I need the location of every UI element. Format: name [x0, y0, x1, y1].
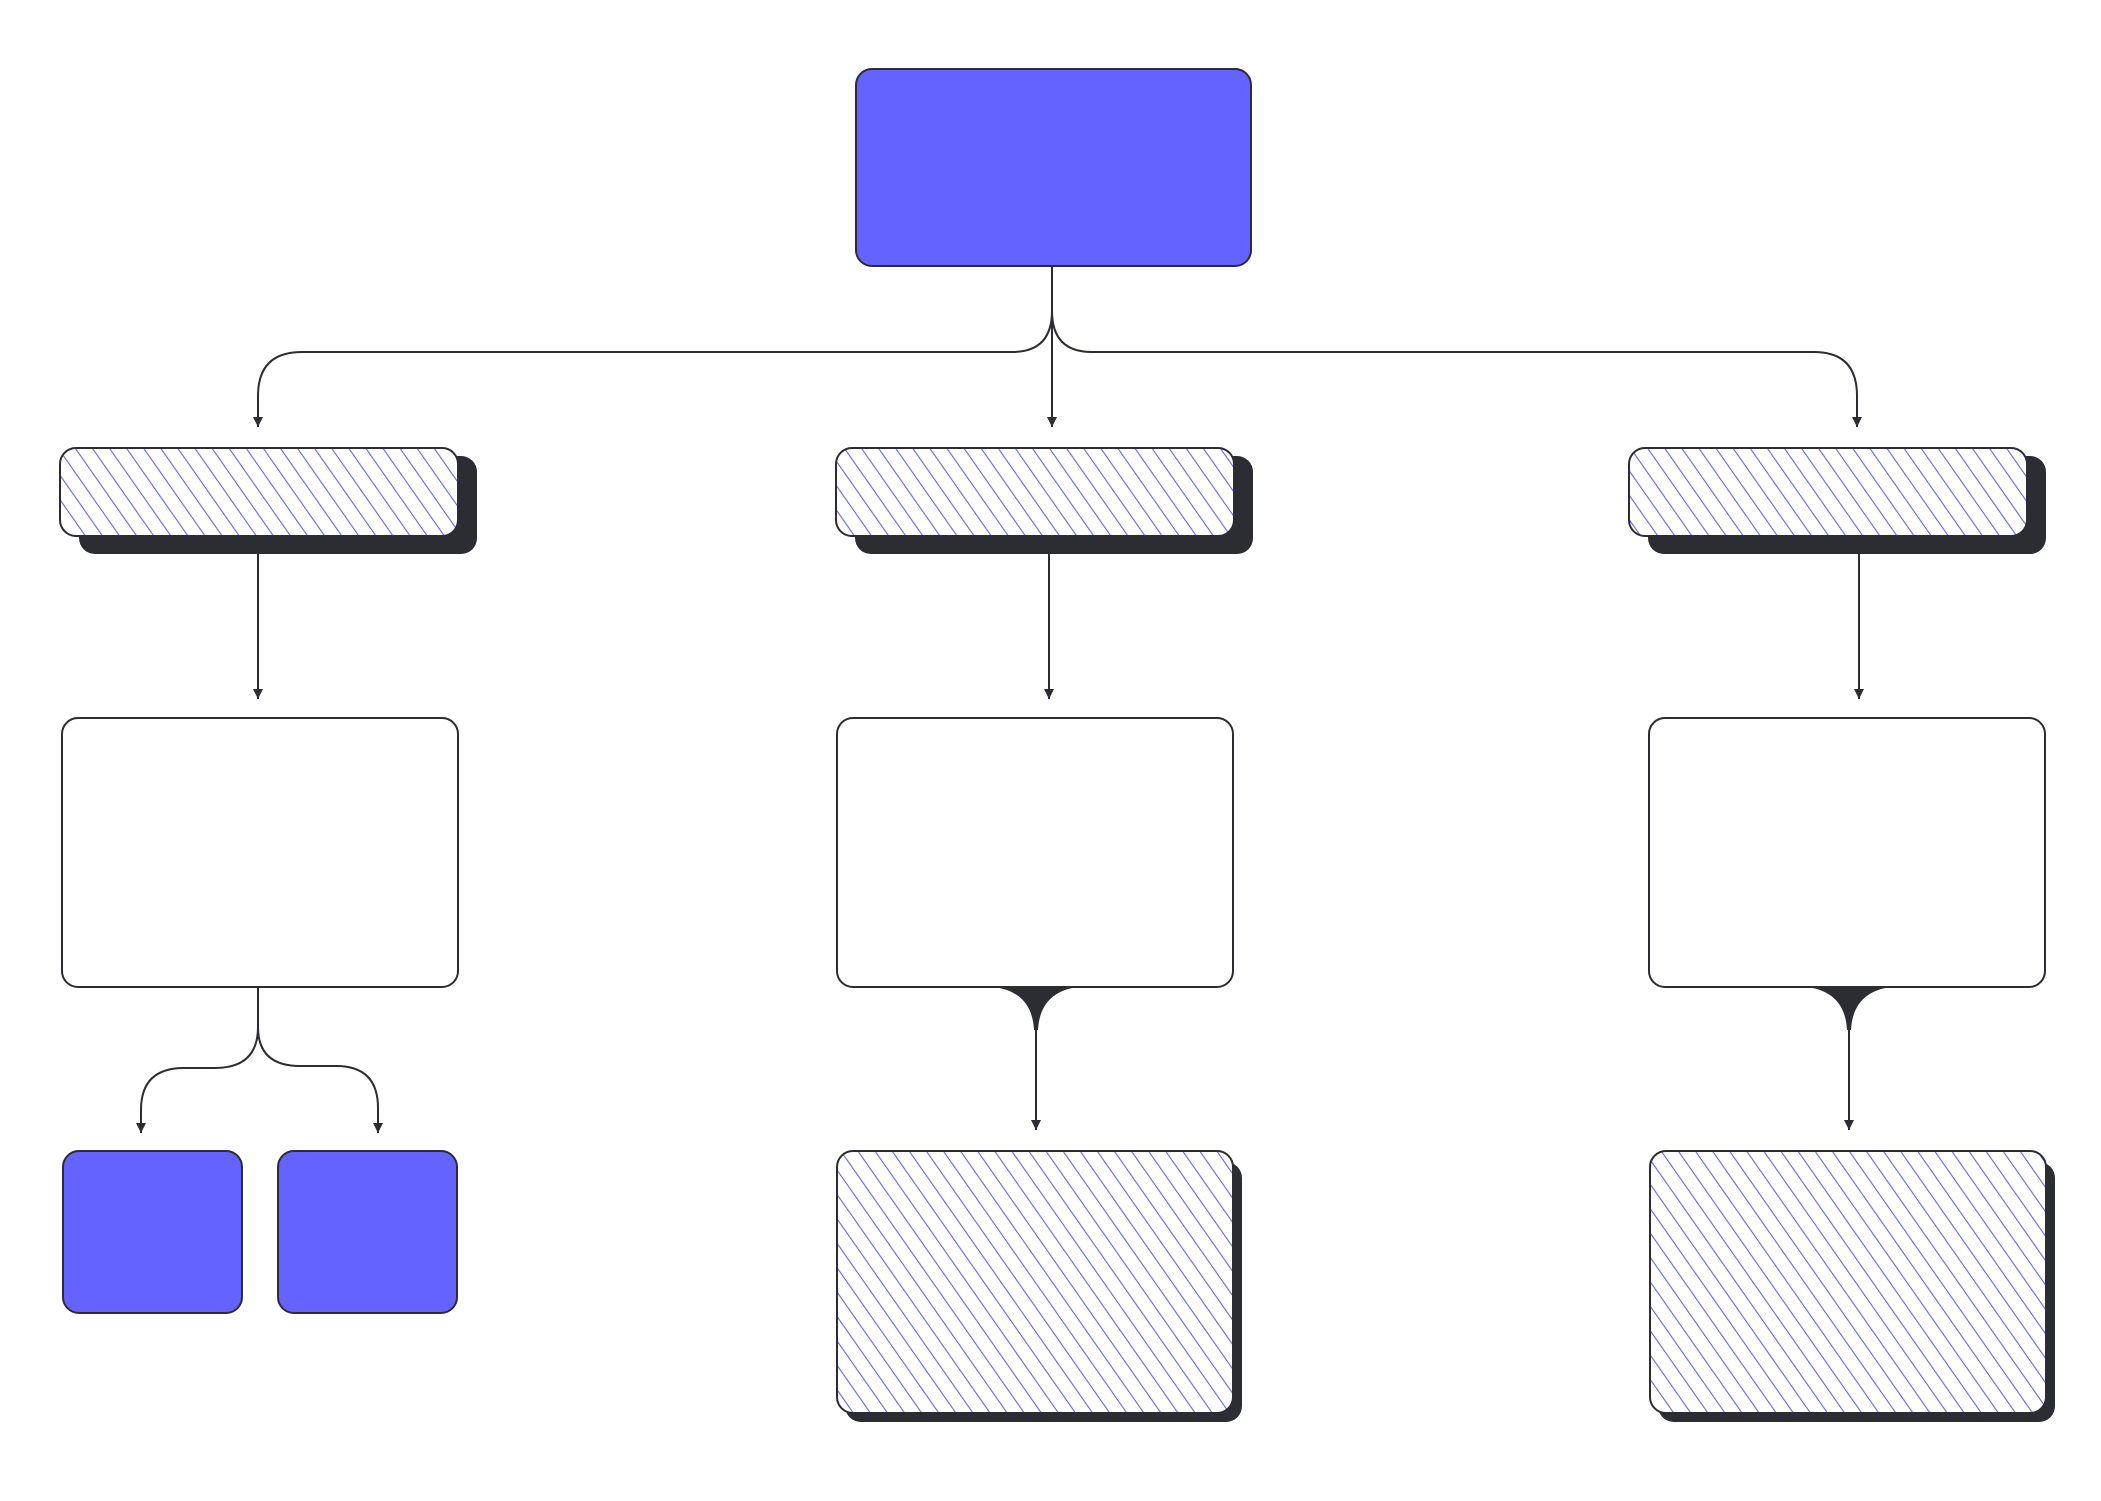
edges: [136, 266, 1864, 1133]
node-leaf-left-a[interactable]: [62, 1150, 243, 1314]
node-leaf-right[interactable]: [1649, 1150, 2055, 1422]
edge-root-branch-right: [1051, 266, 1862, 427]
edge-content-left-leaf-b: [257, 987, 383, 1133]
node-branch-right[interactable]: [1628, 447, 2046, 554]
funnel-right: [1807, 987, 1891, 1030]
node-branch-center[interactable]: [835, 447, 1253, 554]
node-content-center[interactable]: [836, 717, 1234, 988]
node-leaf-left-b[interactable]: [277, 1150, 458, 1314]
node-root[interactable]: [855, 68, 1252, 267]
edge-content-left-leaf-a: [136, 987, 259, 1133]
node-leaf-center[interactable]: [836, 1150, 1242, 1422]
node-branch-left[interactable]: [59, 447, 477, 554]
funnel-center: [994, 987, 1078, 1030]
node-content-left[interactable]: [61, 717, 459, 988]
edge-root-branch-left: [253, 266, 1053, 427]
node-content-right[interactable]: [1648, 717, 2046, 988]
